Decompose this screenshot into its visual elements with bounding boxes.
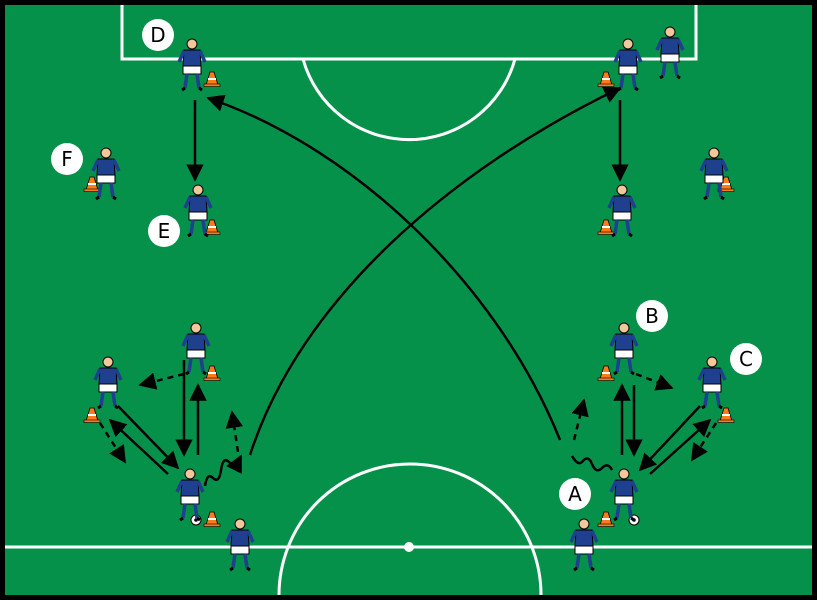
dribble-paths [203, 454, 614, 487]
pass-arrow-right-diag-up [649, 418, 712, 475]
label-b: B [636, 300, 668, 332]
penalty-area [120, 5, 698, 61]
run-arrow-right-to-left [206, 94, 562, 441]
movement-arrows [98, 372, 718, 464]
label-c: C [730, 343, 762, 375]
grass [5, 5, 812, 595]
long-runs [206, 86, 622, 456]
move-arrow-3 [225, 410, 243, 453]
pass-arrow-left-diag-down [117, 405, 180, 470]
dribble-arrow-right [570, 455, 614, 472]
run-arrow-left-to-right [248, 86, 622, 456]
label-a-text: A [568, 482, 582, 506]
label-d: D [142, 19, 174, 51]
pass-arrow-right-diag-down [638, 405, 701, 472]
label-b-text: B [645, 304, 659, 328]
label-d-text: D [150, 23, 165, 47]
move-arrow-1 [138, 372, 185, 390]
label-e: E [148, 215, 180, 247]
label-a: A [559, 478, 591, 510]
move-arrow-4 [571, 398, 589, 441]
label-e-text: E [158, 219, 171, 243]
pass-arrow-left-diag-up [108, 418, 169, 475]
center-spot [404, 542, 414, 552]
center-circle [277, 462, 543, 596]
move-arrow-2 [98, 422, 127, 464]
penalty-arc [301, 58, 517, 142]
label-f-text: F [61, 147, 73, 171]
label-c-text: C [739, 347, 753, 371]
label-f: F [51, 143, 83, 175]
dribble-arrow-left [203, 454, 243, 487]
pass-arrows [108, 100, 712, 475]
move-arrow-6 [690, 422, 718, 462]
